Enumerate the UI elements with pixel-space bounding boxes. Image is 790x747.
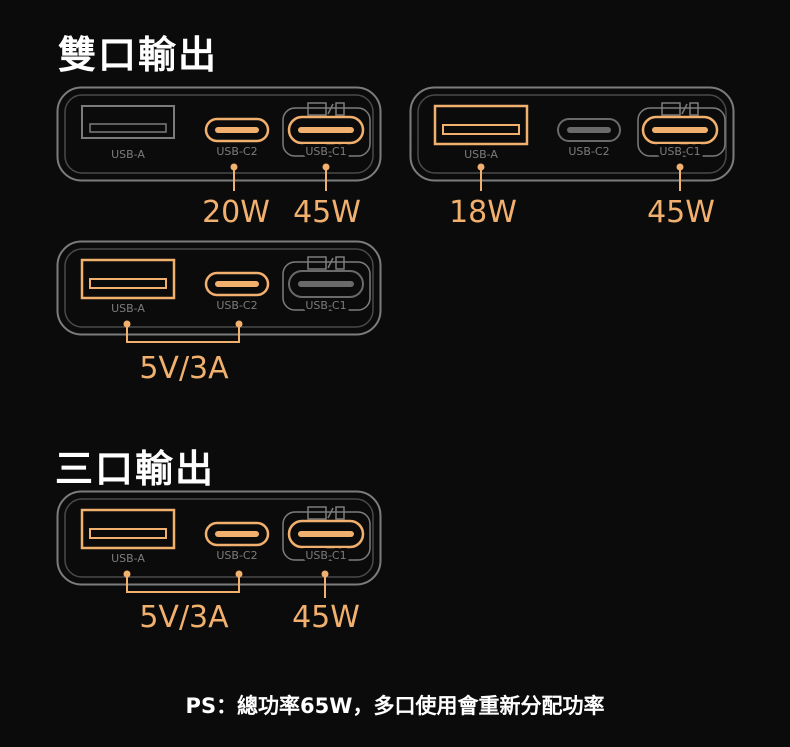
usb-c2-port [204,117,270,143]
usb-a-label: USB-A [464,148,498,161]
usb-c2-label: USB-C2 [216,549,257,562]
usb-c1-label: USB-C1 [305,145,346,158]
gaming-icon [307,102,345,116]
triple-output-heading: 三口輸出 [55,447,216,491]
usb-a-port [81,105,175,139]
usb-c2-label: USB-C2 [568,145,609,158]
usb-c2-label: USB-C2 [216,145,257,158]
power-note: PS：總功率65W，多口使用會重新分配功率 [185,694,605,718]
usb-c2-port [557,118,621,142]
usb-c2-port [204,271,270,297]
diagram-a-c2: USB-A USB-C2 USB-C1 5V/3A [56,240,382,386]
usb-a-port [80,508,176,550]
usb-a-port [433,104,529,146]
gaming-icon [307,506,345,520]
a-output-value: 18W [449,195,517,230]
usb-c1-port [641,115,719,145]
diagram-c2-c1: USB-A USB-C2 USB-C1 20W 45W [56,86,382,230]
usb-a-label: USB-A [111,148,145,161]
gaming-icon [661,102,699,116]
usb-c1-port [287,519,365,549]
c2-output-value: 20W [202,195,270,230]
usb-c1-port [287,115,365,145]
combined-output-value: 5V/3A [139,600,229,635]
c1-output-value: 45W [292,600,360,635]
diagram-triple: USB-A USB-C2 USB-C1 5V/3A 45W [56,490,382,635]
usb-c1-label: USB-C1 [659,145,700,158]
usb-c1-group [637,107,726,157]
usb-c2-port [204,521,270,547]
usb-a-label: USB-A [111,302,145,315]
gaming-icon [307,256,345,270]
usb-a-port [80,258,176,300]
c1-output-value: 45W [293,195,361,230]
usb-c1-label: USB-C1 [305,549,346,562]
combined-connector [126,574,240,593]
usb-a-label: USB-A [111,552,145,565]
usb-c1-label: USB-C1 [305,299,346,312]
diagram-a-c1: USB-A USB-C2 USB-C1 18W 45W [409,86,735,230]
usb-c1-port [288,270,364,298]
usb-c2-label: USB-C2 [216,299,257,312]
c1-output-value: 45W [647,195,715,230]
combined-output-value: 5V/3A [139,351,229,386]
combined-connector [126,324,240,343]
dual-output-heading: 雙口輸出 [58,33,219,77]
